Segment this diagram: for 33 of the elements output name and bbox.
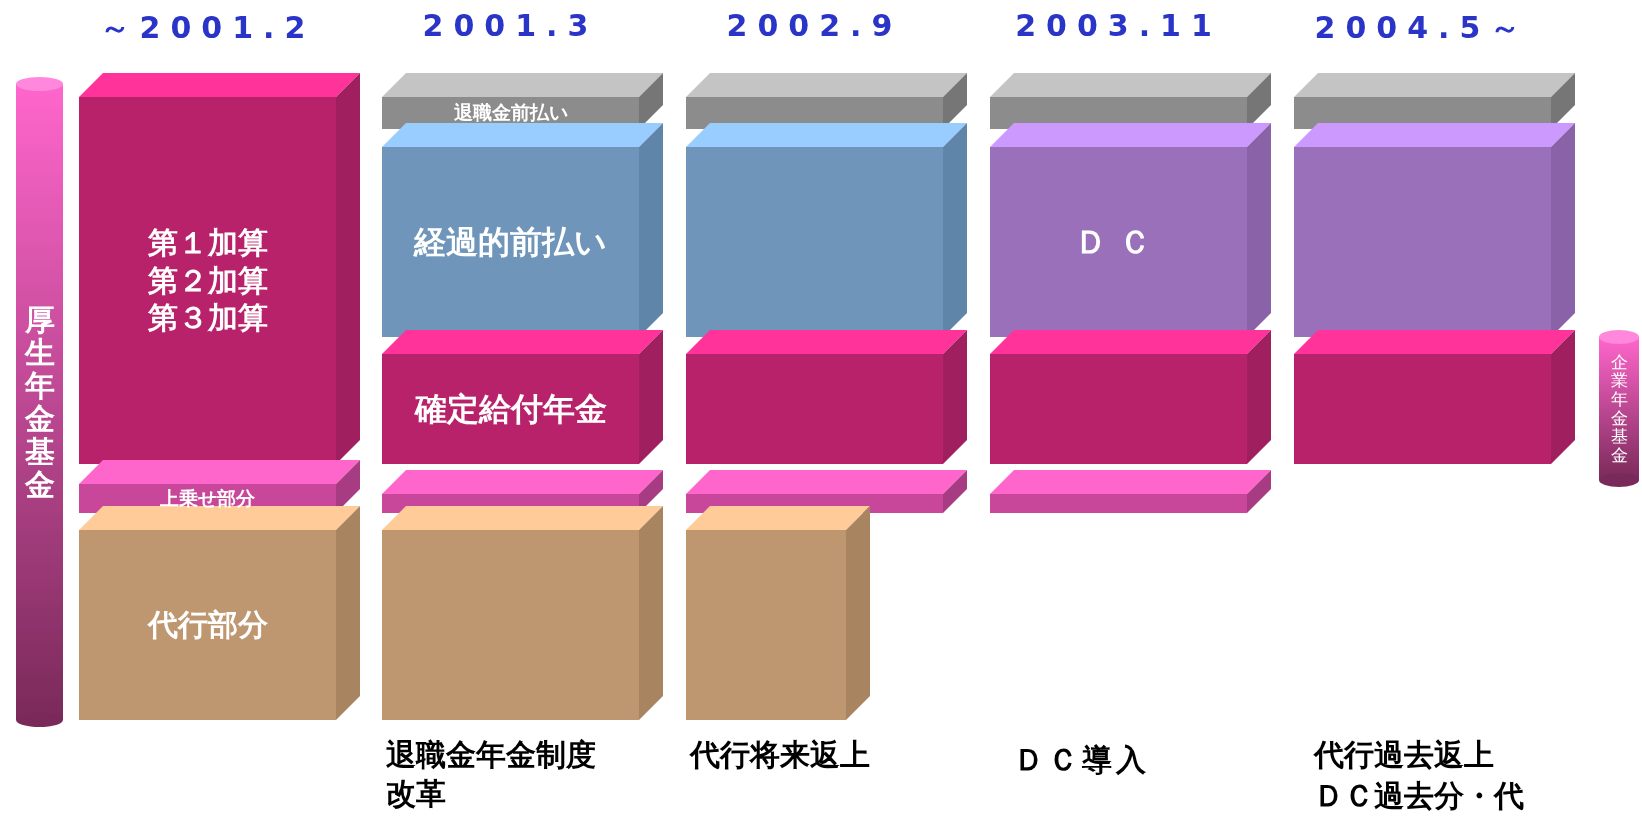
block xyxy=(686,506,870,720)
block-label: 第３加算 xyxy=(147,299,268,337)
date-label: 2004.5～ xyxy=(1313,9,1532,47)
vertical-label: 企業年金基金 xyxy=(1610,352,1628,465)
block xyxy=(686,73,967,129)
block xyxy=(686,470,967,513)
event-label: ＤＣ過去分・代 xyxy=(1314,777,1524,815)
block-label: 確定給付年金 xyxy=(414,389,607,429)
event-label: 代行過去返上 xyxy=(1314,736,1494,774)
date-label: ～2001.2 xyxy=(98,9,317,47)
block xyxy=(1294,73,1575,129)
event-label: 代行将来返上 xyxy=(690,736,870,774)
block-label: 第１加算 xyxy=(147,224,268,262)
vertical-label: 厚生年金基金 xyxy=(24,303,55,501)
block xyxy=(1294,123,1575,337)
block-label: ＤＣ xyxy=(1074,222,1163,262)
block xyxy=(1294,330,1575,464)
block-label: 退職金前払い xyxy=(453,101,568,125)
block xyxy=(382,506,663,720)
block-label: 代行部分 xyxy=(147,606,268,644)
date-label: 2001.3 xyxy=(421,8,600,43)
event-label: ＤＣ導入 xyxy=(1014,741,1150,779)
block xyxy=(990,73,1271,129)
block-label: 上乗せ部分 xyxy=(160,486,255,511)
block xyxy=(686,123,967,337)
block xyxy=(686,330,967,464)
date-label: 2002.9 xyxy=(725,8,904,43)
block xyxy=(990,470,1271,513)
block-label: 経過的前払い xyxy=(414,222,607,262)
date-label: 2003.11 xyxy=(1014,8,1223,43)
block-label: 第２加算 xyxy=(147,261,268,300)
block xyxy=(990,330,1271,464)
event-label: 退職金年金制度改革 xyxy=(386,736,597,813)
